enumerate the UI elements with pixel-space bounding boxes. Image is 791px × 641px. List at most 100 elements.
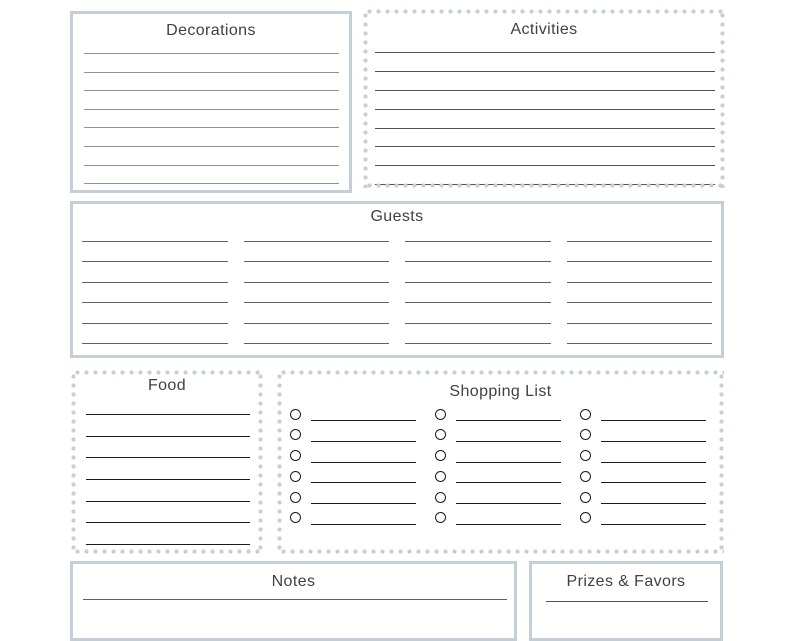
guest-line — [243, 342, 389, 355]
activities-title: Activities — [510, 21, 578, 38]
ruled-line — [546, 601, 708, 614]
decorations-title: Decorations — [166, 22, 256, 39]
ruled-line — [84, 145, 339, 165]
prizes-favors-ruled-lines — [546, 601, 708, 614]
ruled-line — [83, 599, 507, 612]
ruled-line — [456, 482, 561, 484]
guest-line — [566, 322, 712, 343]
ruled-line — [311, 523, 416, 525]
guest-line — [243, 322, 389, 343]
notes-title: Notes — [271, 573, 316, 590]
ruled-line — [601, 482, 706, 484]
ruled-line — [456, 420, 561, 421]
ruled-line — [375, 146, 715, 165]
ruled-line — [86, 414, 250, 436]
shopping-list-item — [435, 450, 566, 471]
prizes-favors-title: Prizes & Favors — [566, 573, 686, 590]
guests-section: Guests — [70, 201, 724, 358]
guest-line — [82, 241, 228, 261]
checkbox-circle-icon — [290, 450, 301, 462]
ruled-line — [84, 183, 339, 190]
shopping-list-item — [580, 512, 711, 533]
ruled-line — [601, 440, 706, 442]
checkbox-circle-icon — [580, 512, 591, 524]
guest-line — [243, 302, 389, 322]
guest-line — [243, 261, 389, 281]
guest-line — [243, 241, 389, 261]
guest-line — [405, 261, 551, 281]
ruled-line — [86, 479, 250, 501]
shopping-list-item — [435, 491, 566, 513]
checkbox-circle-icon — [435, 408, 446, 420]
checkbox-circle-icon — [435, 470, 446, 482]
guest-line — [566, 342, 712, 355]
checkbox-circle-icon — [580, 408, 591, 420]
guests-title: Guests — [370, 208, 424, 225]
shopping-list-item — [290, 491, 421, 513]
ruled-line — [601, 461, 706, 463]
guest-line — [82, 281, 228, 302]
guest-line — [82, 342, 228, 355]
checkbox-circle-icon — [435, 491, 446, 503]
guest-line — [405, 241, 551, 261]
ruled-line — [311, 440, 416, 442]
ruled-line — [601, 523, 706, 525]
checkbox-circle-icon — [580, 470, 591, 482]
food-section: Food — [71, 370, 263, 554]
guest-line — [405, 302, 551, 322]
notes-section: Notes — [70, 561, 517, 641]
ruled-line — [456, 461, 561, 463]
ruled-line — [456, 503, 561, 505]
ruled-line — [86, 457, 250, 479]
guest-line — [566, 241, 712, 261]
activities-section: Activities — [363, 9, 725, 188]
checkbox-circle-icon — [580, 450, 591, 462]
guest-line — [243, 281, 389, 302]
guest-line — [405, 281, 551, 302]
ruled-line — [84, 127, 339, 146]
shopping-list-item — [290, 450, 421, 471]
checkbox-circle-icon — [580, 491, 591, 503]
ruled-line — [375, 165, 715, 184]
shopping-list-item — [580, 408, 711, 430]
ruled-line — [456, 523, 561, 525]
shopping-list-item-grid — [290, 408, 711, 534]
ruled-line — [86, 500, 250, 523]
shopping-list-item — [435, 470, 566, 492]
food-title: Food — [147, 377, 187, 394]
shopping-list-item — [435, 429, 566, 450]
shopping-list-item — [580, 450, 711, 471]
ruled-line — [375, 127, 715, 147]
shopping-list-item — [290, 408, 421, 430]
checkbox-circle-icon — [290, 512, 301, 524]
checkbox-circle-icon — [435, 429, 446, 441]
ruled-line — [375, 89, 715, 109]
shopping-list-item — [580, 429, 711, 450]
notes-ruled-lines — [83, 599, 507, 612]
ruled-line — [86, 522, 250, 544]
shopping-list-title: Shopping List — [449, 383, 552, 400]
prizes-favors-section: Prizes & Favors — [529, 561, 723, 641]
guest-line — [82, 322, 228, 343]
shopping-list-item — [290, 429, 421, 450]
food-ruled-lines — [86, 414, 250, 554]
checkbox-circle-icon — [290, 408, 301, 420]
checkbox-circle-icon — [290, 491, 301, 503]
ruled-line — [375, 108, 715, 128]
shopping-list-item — [290, 512, 421, 533]
guest-line — [82, 261, 228, 281]
ruled-line — [601, 420, 706, 421]
ruled-line — [375, 70, 715, 90]
guest-line — [566, 302, 712, 322]
checkbox-circle-icon — [290, 429, 301, 441]
ruled-line — [84, 90, 339, 109]
guest-line — [566, 261, 712, 281]
shopping-list-item — [435, 408, 566, 430]
ruled-line — [601, 503, 706, 505]
decorations-section: Decorations — [70, 11, 352, 193]
ruled-line — [84, 108, 339, 128]
shopping-list-item — [435, 512, 566, 533]
shopping-list-item — [580, 491, 711, 513]
shopping-list-section: Shopping List — [277, 370, 724, 554]
checkbox-circle-icon — [290, 470, 301, 482]
